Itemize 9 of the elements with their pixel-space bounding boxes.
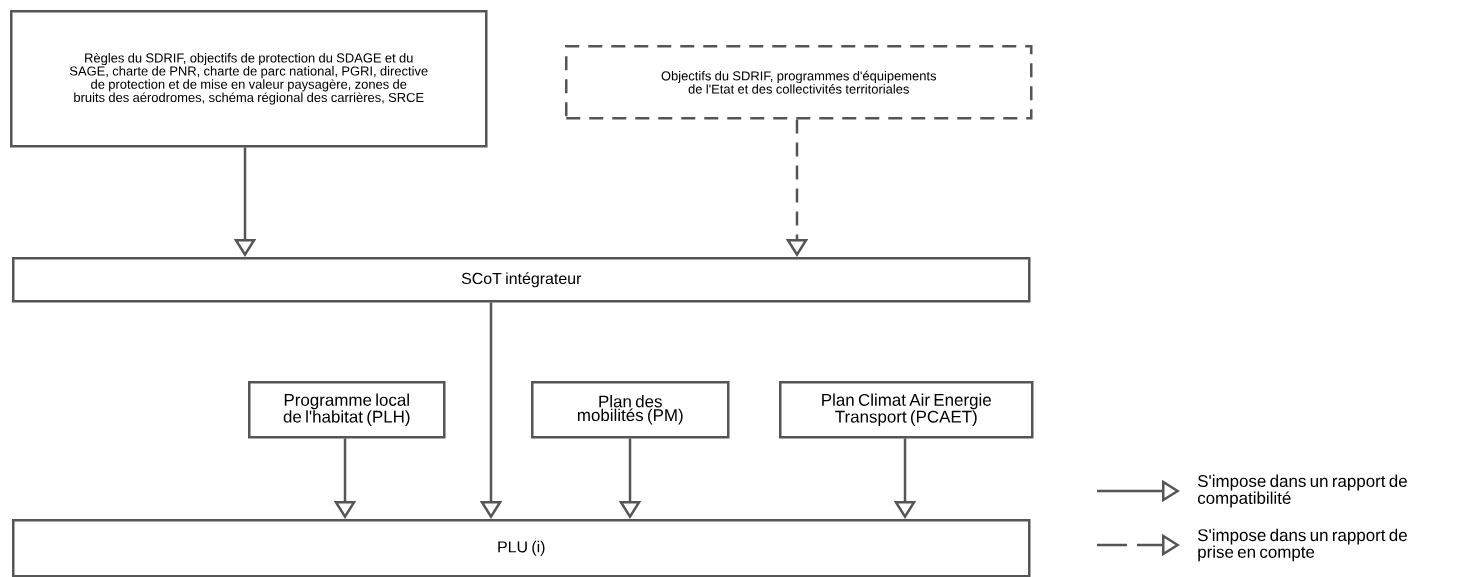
process-box: Programme local de l'habitat (PLH) [248, 381, 446, 439]
process-box: Plan des mobilités (PM) [531, 381, 730, 439]
process-box: Objectifs du SDRIF, programmes d'équipements de l'Etat et des collectivités territoriales [565, 45, 1033, 120]
process-box: SCoT intégrateur [12, 257, 1031, 303]
process-box: PLU (i) [12, 519, 1031, 577]
legend-text: S'impose dans un rapport de compatibilité [1197, 474, 1407, 508]
process-box: Règles du SDRIF, objectifs de protection du SDAGE et du SAGE, charte de PNR, charte de parc national, PGRI, directive de protection et de mise en valeur paysagère, zones de bruits des aérodromes, schéma régional des carrières, SRCE [10, 10, 488, 148]
legend-text: S'impose dans un rapport de prise en compte [1197, 528, 1407, 562]
process-box: Plan Climat Air Energie Transport (PCAET) [779, 381, 1034, 439]
